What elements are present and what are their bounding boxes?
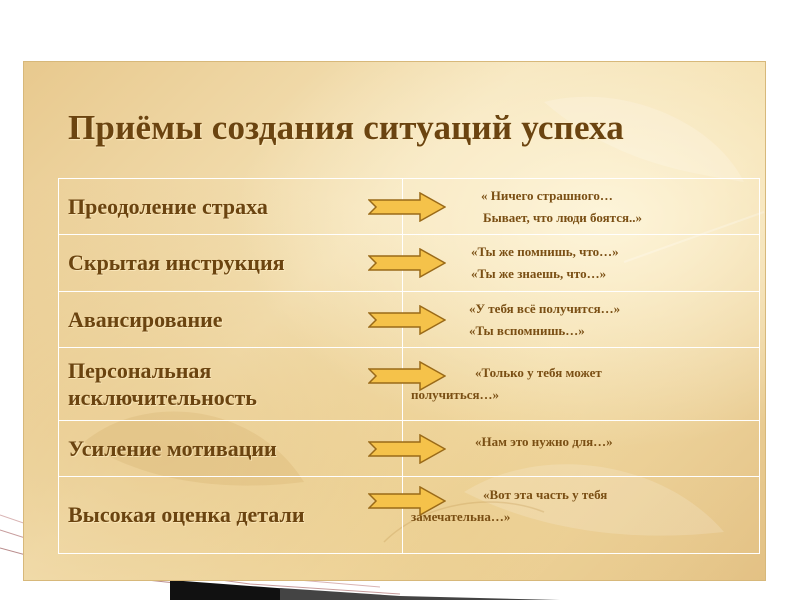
example-cell: «Ты же помнишь, что…» «Ты же знаешь, что… (368, 234, 760, 292)
slide-title: Приёмы создания ситуаций успеха (68, 108, 624, 147)
example-quote: « Ничего страшного… (481, 187, 613, 203)
example-quote: «Ты же знаешь, что…» (471, 266, 607, 281)
example-quote: «Только у тебя может (475, 365, 602, 380)
arrow-right-icon (368, 433, 446, 464)
techniques-table: Преодоление страха « Ничего страшного… Б… (58, 178, 760, 554)
example-cell: «Вот эта часть у тебя замечательна…» (368, 476, 760, 554)
table-row: Высокая оценка детали «Вот эта часть у т… (58, 476, 760, 554)
arrow-right-icon (368, 191, 446, 222)
example-quote: «Ты же помнишь, что…» (471, 244, 619, 259)
example-quote: получиться…» (411, 387, 499, 402)
arrow-right-icon (368, 486, 446, 516)
table-row: Усиление мотивации «Нам это нужно для…» (58, 420, 760, 477)
table-row: Преодоление страха « Ничего страшного… Б… (58, 178, 760, 235)
technique-cell: Усиление мотивации (58, 420, 403, 477)
technique-cell: Высокая оценка детали (58, 476, 403, 554)
table-row: Авансирование «У тебя всё получится…» «Т… (58, 291, 760, 348)
example-quote: «Нам это нужно для…» (475, 433, 613, 449)
example-cell: «Нам это нужно для…» (368, 420, 760, 477)
example-cell: «Только у тебя может получиться…» (368, 347, 760, 421)
table-row: Скрытая инструкция «Ты же помнишь, что…»… (58, 234, 760, 292)
slide-panel: Приёмы создания ситуаций успеха Преодоле… (24, 62, 765, 580)
arrow-right-icon (368, 361, 446, 391)
technique-cell: Персональная исключительность (58, 347, 403, 421)
technique-cell: Преодоление страха (58, 178, 403, 235)
example-cell: « Ничего страшного… Бывает, что люди боя… (368, 178, 760, 235)
arrow-right-icon (368, 248, 446, 278)
example-quote: «Ты вспомнишь…» (469, 322, 585, 338)
example-quote: Бывает, что люди боятся..» (483, 209, 643, 225)
example-quote: замечательна…» (411, 509, 511, 524)
example-cell: «У тебя всё получится…» «Ты вспомнишь…» (368, 291, 760, 348)
table-row: Персональная исключительность «Только у … (58, 347, 760, 421)
example-quote: «Вот эта часть у тебя (483, 487, 608, 502)
arrow-right-icon (368, 304, 446, 335)
example-quote: «У тебя всё получится…» (469, 300, 621, 316)
technique-cell: Скрытая инструкция (58, 234, 403, 292)
technique-cell: Авансирование (58, 291, 403, 348)
